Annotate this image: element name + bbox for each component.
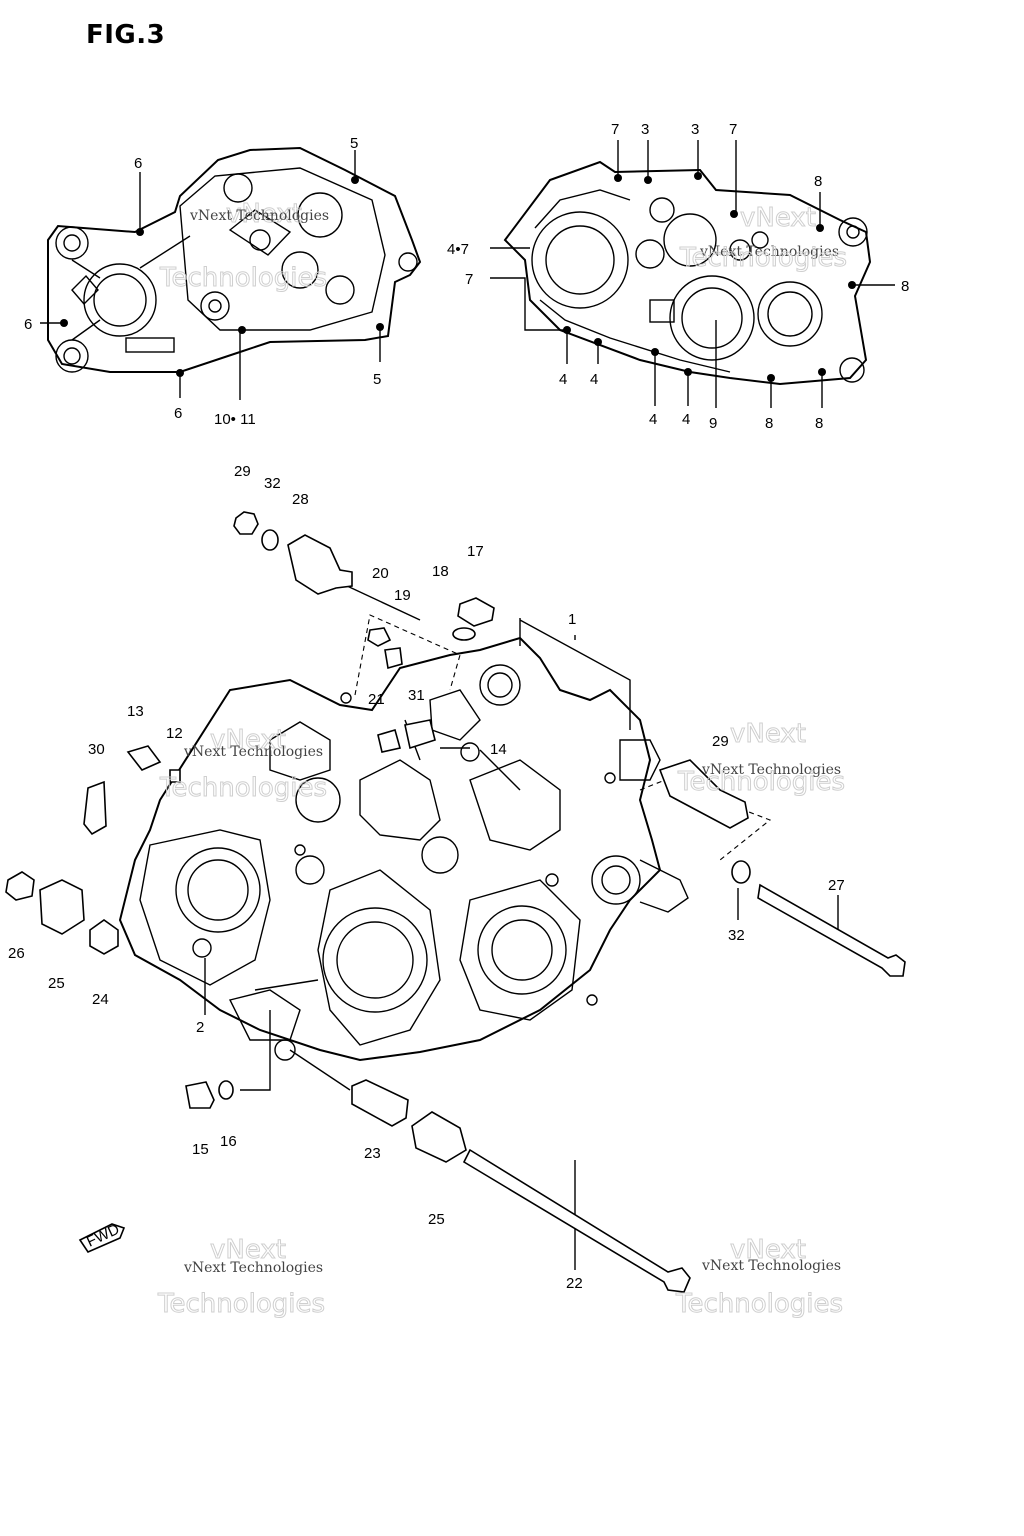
callout-18: 18 bbox=[432, 563, 449, 580]
watermark-small: vNext Technologies bbox=[183, 1260, 323, 1276]
watermark-big: Technologies bbox=[679, 243, 847, 273]
watermark-big: vNext bbox=[226, 199, 302, 229]
watermark-big: vNext bbox=[740, 203, 816, 233]
callout-29b: 29 bbox=[712, 733, 729, 750]
callout-4-7: 4•7 bbox=[447, 241, 469, 258]
callout-25b: 25 bbox=[428, 1211, 445, 1228]
callout-labels: 1 2 3 3 4 4 4 4 4•7 5 5 6 6 6 7 7 7 8 8 … bbox=[8, 121, 909, 1292]
callout-27: 27 bbox=[828, 877, 845, 894]
watermark-big: Technologies bbox=[159, 263, 327, 293]
callout-25a: 25 bbox=[48, 975, 65, 992]
callout-20: 20 bbox=[372, 565, 389, 582]
callout-17: 17 bbox=[467, 543, 484, 560]
callout-3a: 3 bbox=[641, 121, 649, 138]
callout-8a: 8 bbox=[814, 173, 822, 190]
watermark-big: vNext bbox=[210, 725, 286, 755]
callout-15: 15 bbox=[192, 1141, 209, 1158]
callout-30: 30 bbox=[88, 741, 105, 758]
callout-21: 21 bbox=[368, 691, 385, 708]
callout-7c: 7 bbox=[465, 271, 473, 288]
watermark-small: vNext Technologies bbox=[701, 1258, 841, 1274]
watermark-big: Technologies bbox=[677, 767, 845, 797]
callout-14: 14 bbox=[490, 741, 507, 758]
callout-23: 23 bbox=[364, 1145, 381, 1162]
callout-2: 2 bbox=[196, 1019, 204, 1036]
callout-29a: 29 bbox=[234, 463, 251, 480]
callout-10-11: 10• 11 bbox=[214, 411, 256, 428]
callout-4c: 4 bbox=[649, 411, 657, 428]
callout-13: 13 bbox=[127, 703, 144, 720]
callout-4a: 4 bbox=[559, 371, 567, 388]
callout-31: 31 bbox=[408, 687, 425, 704]
callout-4d: 4 bbox=[682, 411, 690, 428]
watermark-small: vNext Technologies bbox=[189, 208, 329, 224]
leader-lines bbox=[204, 584, 839, 1270]
callout-6a: 6 bbox=[134, 155, 142, 172]
callout-1: 1 bbox=[568, 611, 576, 628]
watermark-big: Technologies bbox=[157, 1289, 325, 1319]
watermark-big: vNext bbox=[210, 1235, 286, 1265]
watermark-big: Technologies bbox=[159, 773, 327, 803]
watermark-big: vNext bbox=[730, 1235, 806, 1265]
callout-8d: 8 bbox=[815, 415, 823, 432]
callout-3b: 3 bbox=[691, 121, 699, 138]
callout-28: 28 bbox=[292, 491, 309, 508]
callout-6c: 6 bbox=[174, 405, 182, 422]
watermark-small: vNext Technologies bbox=[183, 744, 323, 760]
callout-7a: 7 bbox=[611, 121, 619, 138]
callout-24: 24 bbox=[92, 991, 109, 1008]
callout-8c: 8 bbox=[765, 415, 773, 432]
callout-8b: 8 bbox=[901, 278, 909, 295]
watermark-big: vNext bbox=[730, 719, 806, 749]
watermark-small: vNext Technologies bbox=[701, 762, 841, 778]
callout-32a: 32 bbox=[264, 475, 281, 492]
callout-26: 26 bbox=[8, 945, 25, 962]
callout-19: 19 bbox=[394, 587, 411, 604]
callout-12: 12 bbox=[166, 725, 183, 742]
crankcase-assembly bbox=[118, 636, 689, 1062]
callout-9: 9 bbox=[709, 415, 717, 432]
callout-32b: 32 bbox=[728, 927, 745, 944]
watermark-small: vNext Technologies bbox=[699, 244, 839, 260]
watermark-big: Technologies bbox=[675, 1289, 843, 1319]
callout-22: 22 bbox=[566, 1275, 583, 1292]
crankcase-left-half bbox=[40, 146, 422, 400]
callout-5b: 5 bbox=[373, 371, 381, 388]
callout-16: 16 bbox=[220, 1133, 237, 1150]
callout-4b: 4 bbox=[590, 371, 598, 388]
loose-parts bbox=[5, 511, 906, 1293]
figure-title: FIG.3 bbox=[86, 20, 166, 50]
callout-6b: 6 bbox=[24, 316, 32, 333]
callout-5a: 5 bbox=[350, 135, 358, 152]
watermarks: vNext vNext Technologies Technologies vN… bbox=[157, 199, 848, 1320]
crankcase-right-half bbox=[490, 140, 895, 408]
callout-7b: 7 bbox=[729, 121, 737, 138]
